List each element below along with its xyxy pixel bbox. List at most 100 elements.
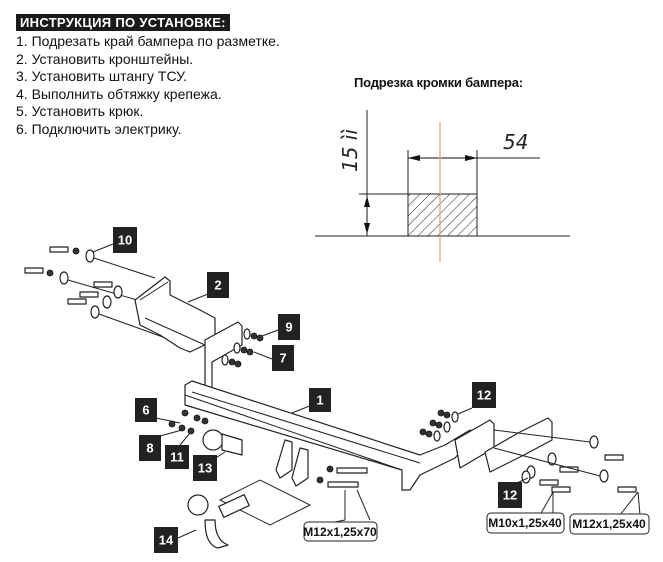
part-label-12-bottom: 12 [498, 477, 529, 508]
leader-line [187, 293, 209, 303]
bolt [79, 291, 99, 298]
leader-line [155, 417, 181, 424]
nut [443, 411, 451, 419]
part-label-13: 13 [193, 451, 226, 481]
part-label-8: 8 [139, 429, 183, 461]
hook-ball [187, 494, 209, 516]
label-box [193, 455, 217, 481]
label-text: 2 [214, 278, 221, 293]
label-box [278, 314, 300, 340]
nut [178, 424, 186, 432]
nut [228, 358, 236, 366]
instruction-step: 1. Подрезать край бампера по разметке. [16, 33, 280, 49]
instruction-step: 5. Установить крюк. [16, 103, 144, 120]
label-text: 11 [170, 450, 184, 465]
hook-mount-right [291, 447, 309, 487]
label-text: 6 [142, 403, 149, 418]
bolt-axis [493, 447, 601, 477]
label-box [472, 382, 496, 408]
part-label-12-top: 12 [457, 382, 496, 415]
nut [181, 409, 189, 417]
nut [246, 348, 254, 356]
bolt [539, 479, 559, 486]
bolt-axis [493, 429, 591, 443]
part-label-9: 9 [261, 314, 300, 340]
washer [221, 354, 229, 366]
width-arrow-left [408, 155, 420, 161]
right-plate [454, 419, 495, 469]
leader-line [291, 404, 313, 414]
label-box [207, 272, 229, 298]
nut [425, 430, 433, 438]
washer [243, 328, 251, 340]
nut [201, 417, 209, 425]
washer [90, 305, 100, 319]
height-dimension: 15 ìì [338, 129, 362, 172]
spec-box [486, 512, 565, 534]
label-box [154, 527, 178, 553]
height-arrow-bottom [364, 223, 370, 234]
bolt [24, 267, 44, 274]
bolt [49, 246, 69, 253]
label-box [165, 445, 189, 469]
washer [547, 452, 557, 466]
leader-line [159, 429, 183, 437]
instruction-step: 3. Установить штангу ТСУ. [16, 68, 188, 85]
label-box [272, 345, 294, 371]
leader-line [457, 407, 473, 415]
nut [419, 428, 427, 436]
bolt-spec-m10x40: M10x1,25x40 [486, 491, 565, 534]
washer [59, 271, 69, 285]
bolt-row [67, 281, 186, 346]
label-box [113, 227, 137, 253]
spec-text: M12x1,25x70 [303, 525, 377, 539]
bolt [559, 466, 579, 473]
socket-plate [202, 429, 224, 451]
washer [589, 435, 599, 449]
label-box [309, 388, 331, 412]
label-box [135, 398, 157, 422]
bolt-axis [93, 257, 156, 279]
part-label-14: 14 [154, 527, 197, 553]
nut [187, 427, 195, 435]
washer [102, 295, 112, 309]
bolt [617, 486, 637, 493]
instruction-step: 2. Установить кронштейны. [16, 50, 194, 67]
hook-guide-line [218, 479, 312, 526]
bracket-2-edges [139, 281, 206, 346]
part-label-1: 1 [291, 388, 331, 414]
leader-line [356, 489, 371, 521]
instruction-step: 4. Выполнить обтяжку крепежа. [16, 85, 222, 102]
bracket-2 [134, 276, 216, 353]
part-label-11: 11 [165, 432, 191, 469]
label-text: 1 [316, 393, 323, 408]
bolt-spec-m12x70: M12x1,25x70 [303, 489, 378, 542]
leader-line [619, 491, 639, 516]
lock-washer [46, 269, 54, 277]
label-box [498, 482, 522, 508]
bolt [67, 298, 87, 305]
bolt [551, 486, 571, 493]
nut [435, 421, 443, 429]
label-box [139, 435, 161, 461]
instructions-steps: 1. Подрезать край бампера по разметке. 2… [16, 33, 280, 139]
height-arrow-top [364, 196, 370, 207]
bolt [336, 467, 368, 474]
right-bracket [484, 417, 553, 473]
washer [599, 469, 609, 483]
crossbar-assembly [168, 380, 637, 549]
instructions-title: ИНСТРУКЦИЯ ПО УСТАНОВКЕ: [16, 14, 230, 31]
label-text: 13 [198, 461, 212, 476]
washer [433, 430, 441, 442]
label-text: 12 [503, 488, 517, 503]
nut [316, 476, 324, 484]
part-label-6: 6 [135, 398, 181, 424]
label-text: 9 [285, 320, 292, 335]
leader-line [179, 432, 191, 446]
bumper-cut-title: Подрезка кромки бампера: [354, 75, 523, 90]
leader-line [637, 491, 641, 516]
bolt-row [49, 246, 156, 279]
bolt [604, 454, 624, 461]
nut [256, 334, 264, 342]
